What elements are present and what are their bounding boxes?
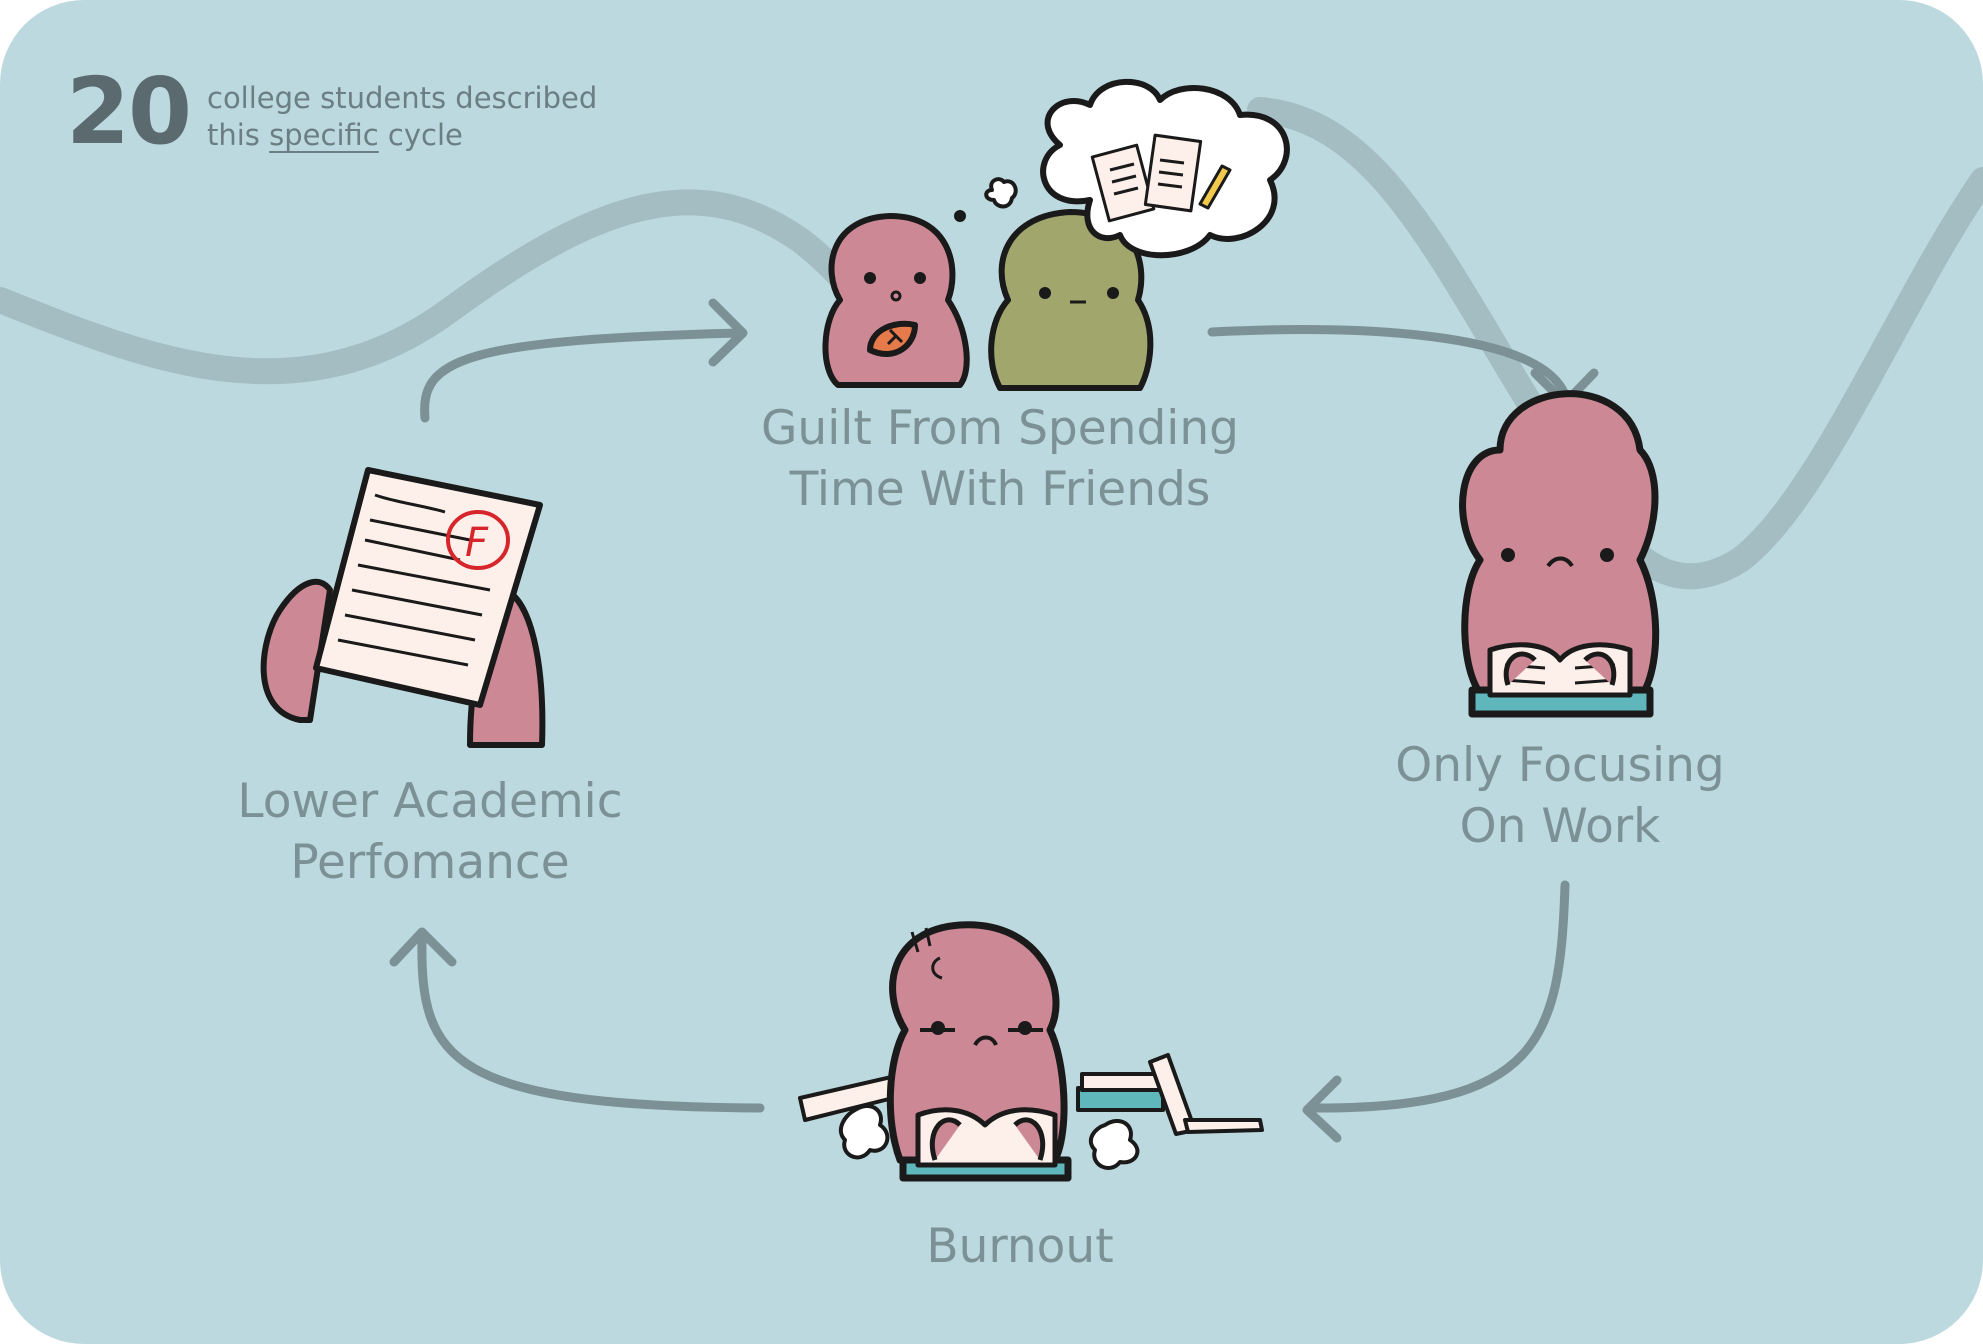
crumpled-paper-right bbox=[1088, 1119, 1140, 1170]
stage-label-focus-line-1: Only Focusing bbox=[1395, 738, 1725, 793]
stat-caption-underlined: specific bbox=[269, 118, 379, 152]
arrow-focus-to-burnout bbox=[1305, 880, 1570, 1113]
arrow-guilt-to-focus bbox=[1207, 325, 1570, 400]
stage-label-guilt-line-2: Time With Friends bbox=[789, 462, 1211, 517]
stat-caption-prefix: this bbox=[207, 118, 270, 152]
stat-caption-suffix: cycle bbox=[378, 118, 463, 152]
small-thought-bubble bbox=[984, 177, 1018, 209]
stage-label-burnout-line-1: Burnout bbox=[926, 1219, 1114, 1274]
background-wave-left bbox=[0, 189, 893, 385]
stage-label-lower-line-2: Perfomance bbox=[290, 835, 570, 890]
stat-caption: college students described this specific… bbox=[207, 80, 597, 154]
arrow-burnout-to-lower bbox=[417, 935, 765, 1113]
friends-illustration bbox=[822, 78, 1290, 391]
stage-label-focus-line-2: On Work bbox=[1459, 799, 1661, 854]
stat-number: 20 bbox=[66, 58, 192, 165]
grade-letter: F bbox=[465, 520, 489, 566]
arrowhead-guilt bbox=[708, 298, 748, 367]
focused-student-body bbox=[1459, 390, 1660, 694]
grade-circle bbox=[446, 510, 510, 570]
stage-label-lower-performance: Lower Academic Perfomance bbox=[180, 771, 680, 893]
stage-label-guilt: Guilt From Spending Time With Friends bbox=[700, 398, 1300, 520]
arrowhead-burnout bbox=[1302, 1075, 1342, 1143]
stress-marks bbox=[910, 927, 943, 980]
arrow-lower-to-guilt bbox=[420, 328, 745, 423]
graded-paper-illustration: F bbox=[260, 467, 546, 748]
stat-caption-line-2: this specific cycle bbox=[207, 117, 597, 154]
notes-icon bbox=[1090, 133, 1203, 223]
arrowhead-lower bbox=[389, 927, 457, 967]
burnout-student-illustration bbox=[798, 921, 1264, 1182]
book-stack bbox=[1076, 1053, 1264, 1136]
focused-student-illustration bbox=[1459, 390, 1660, 718]
left-arm bbox=[260, 578, 333, 723]
stage-label-burnout: Burnout bbox=[820, 1216, 1220, 1277]
stage-label-focus: Only Focusing On Work bbox=[1330, 735, 1790, 857]
friend-green-body bbox=[988, 209, 1154, 391]
pencil-icon bbox=[1198, 164, 1232, 210]
crumpled-paper-left bbox=[838, 1104, 890, 1160]
stage-label-guilt-line-1: Guilt From Spending bbox=[761, 401, 1239, 456]
stage-label-lower-line-1: Lower Academic bbox=[237, 774, 623, 829]
stat-caption-line-1: college students described bbox=[207, 81, 598, 115]
